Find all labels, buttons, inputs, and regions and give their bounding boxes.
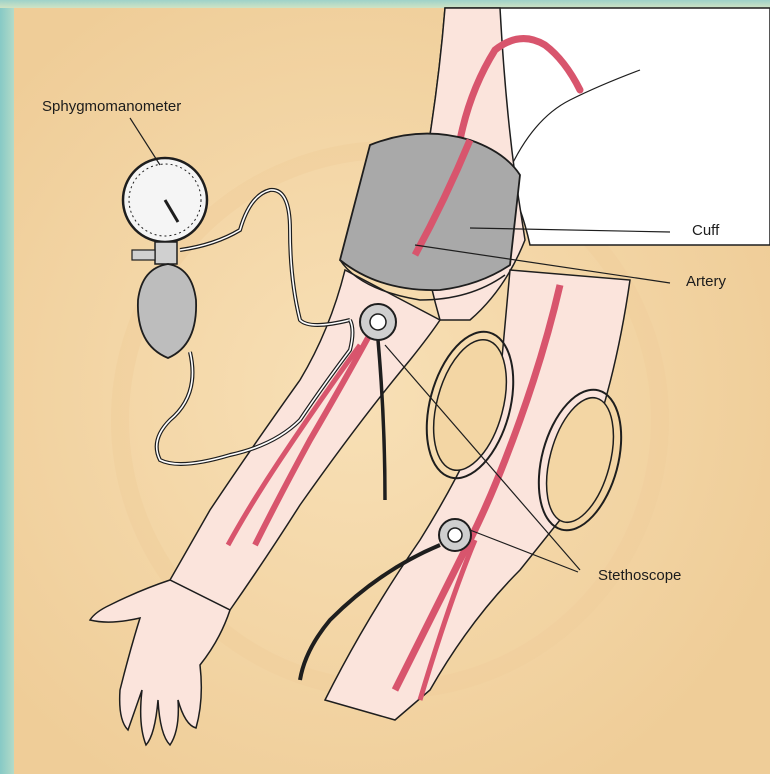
valve <box>155 242 177 264</box>
label-cuff: Cuff <box>692 222 719 239</box>
valve-knob <box>132 250 155 260</box>
stethoscope-diaphragm <box>370 314 386 330</box>
label-artery: Artery <box>686 273 726 290</box>
cuff <box>340 134 520 291</box>
inset-stethoscope-diaphragm <box>448 528 462 542</box>
label-stethoscope: Stethoscope <box>598 567 681 584</box>
label-sphygmomanometer: Sphygmomanometer <box>42 98 181 115</box>
